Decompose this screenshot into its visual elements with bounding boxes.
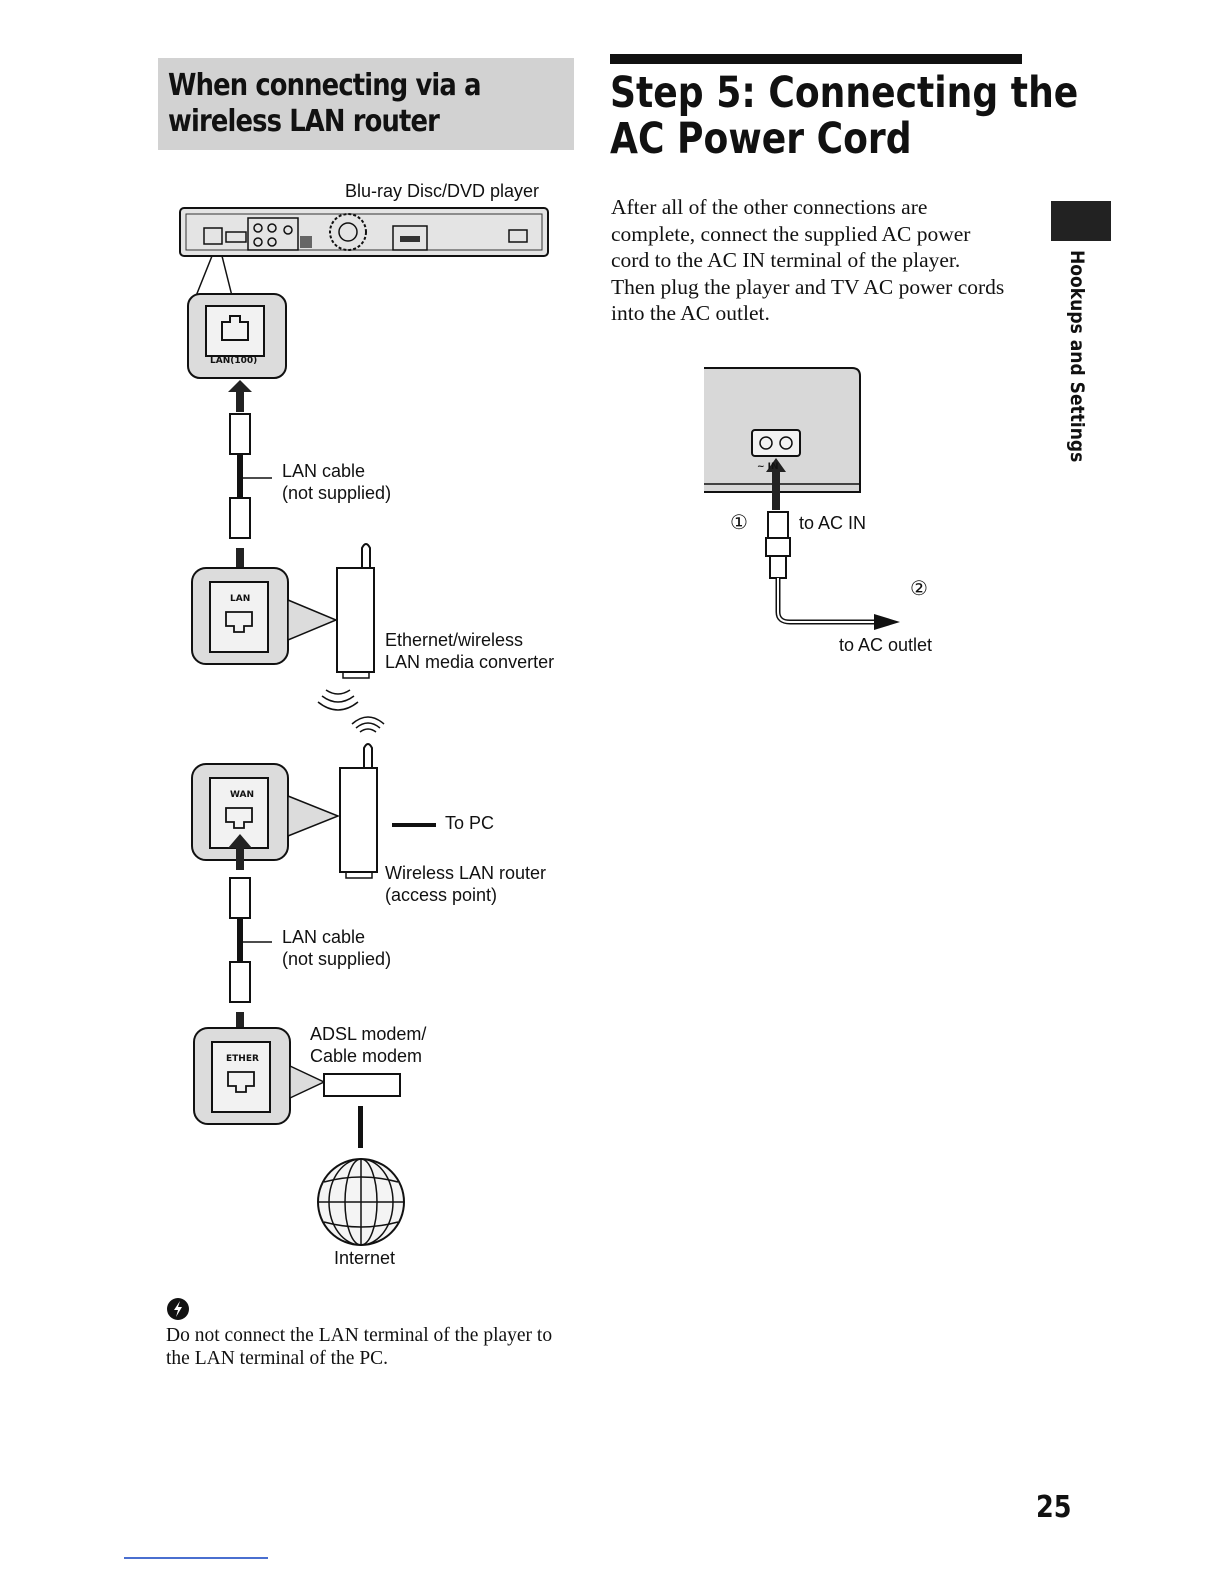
step5-paragraph-line: cord to the AC IN terminal of the player… (611, 248, 961, 272)
cable2-label-line1: LAN cable (282, 927, 366, 947)
step5-title: Step 5: Connecting the AC Power Cord (610, 70, 1078, 162)
step5-paragraph-line: into the AC outlet. (611, 301, 770, 325)
modem-port-label: ETHER (226, 1054, 259, 1064)
title-rule (610, 54, 1022, 64)
blu-ray-player-illustration (179, 207, 549, 257)
step5-paragraph-line: Then plug the player and TV AC power cor… (611, 274, 1005, 299)
modem-ether-port-callout (193, 1027, 326, 1125)
step5-paragraph-line: After all of the other connections are (611, 195, 928, 219)
converter-lan-port-callout (191, 567, 338, 665)
modem-label-line2: Cable modem (310, 1046, 423, 1066)
player-lan-port-callout (187, 293, 287, 379)
section-heading-line1: When connecting via a (168, 68, 481, 103)
page-number: 25 (1036, 1490, 1072, 1525)
router-wan-port-callout (191, 763, 341, 861)
power-cord-illustration (765, 458, 900, 630)
ac-terminal-label: ~ IN (757, 462, 779, 472)
cable1-label-line2: (not supplied) (282, 483, 392, 503)
step5-paragraph: After all of the other connections are c… (611, 194, 1031, 327)
to-pc-label: To PC (445, 813, 495, 833)
to-ac-outlet-label: to AC outlet (839, 635, 933, 655)
router-label-line2: (access point) (385, 885, 498, 905)
step5-title-line1: Step 5: Connecting the (610, 68, 1079, 118)
section-tab-marker (1051, 201, 1111, 241)
note-line1: Do not connect the LAN terminal of the p… (166, 1325, 553, 1346)
player-label: Blu-ray Disc/DVD player (345, 181, 540, 201)
router-port-label: WAN (230, 790, 255, 800)
converter-port-label: LAN (230, 594, 251, 604)
wireless-signal-icon (317, 689, 385, 733)
modem-illustration (323, 1073, 401, 1148)
step5-title-line2: AC Power Cord (610, 114, 912, 164)
globe-icon (317, 1158, 405, 1246)
converter-label-line1: Ethernet/wireless (385, 630, 524, 650)
caution-icon (167, 1298, 189, 1320)
step5-paragraph-line: complete, connect the supplied AC power (611, 221, 971, 246)
converter-label-line2: LAN media converter (385, 652, 555, 672)
player-back-panel-illustration (704, 367, 861, 493)
section-heading-line2: wireless LAN router (168, 104, 440, 139)
to-ac-in-label: to AC IN (799, 513, 867, 533)
cable1-label-line1: LAN cable (282, 461, 366, 481)
internet-label: Internet (334, 1248, 396, 1268)
step2-marker: ② (910, 578, 928, 600)
modem-label-line1: ADSL modem/ (310, 1024, 427, 1044)
section-tab-label: Hookups and Settings (1066, 250, 1088, 463)
step1-marker: ① (730, 512, 748, 534)
footer-rule (124, 1557, 268, 1559)
router-label-line1: Wireless LAN router (385, 863, 547, 883)
media-converter-illustration (336, 543, 375, 679)
section-heading-box: When connecting via a wireless LAN route… (158, 58, 574, 150)
cable2-label-line2: (not supplied) (282, 949, 392, 969)
player-port-label: LAN(100) (210, 356, 258, 366)
note-line2: the LAN terminal of the PC. (166, 1348, 389, 1369)
wireless-router-illustration (339, 743, 436, 879)
